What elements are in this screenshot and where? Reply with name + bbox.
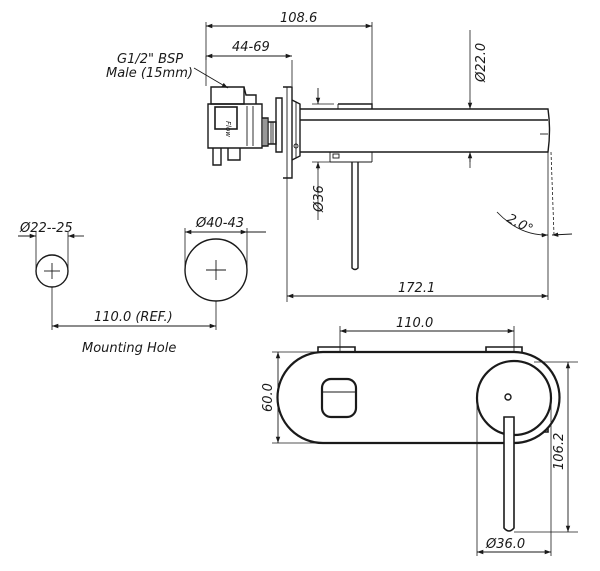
lever-handle <box>351 162 359 271</box>
front-view <box>276 346 561 532</box>
thread-callout: G1/2" BSP Male (15mm) <box>106 52 229 89</box>
dim-handle-height: 106.2 <box>514 361 578 533</box>
thread-label-line2: Male (15mm) <box>106 66 193 81</box>
hole-spacing-label: 110.0 (REF.) <box>94 310 173 325</box>
mounting-holes: Ø22--25 Ø40-43 110.0 (REF.) Mounting Hol… <box>18 216 266 356</box>
dim-spout-angle: 2.0° <box>496 151 573 300</box>
dim-hole-spacing: 110.0 (REF.) <box>52 310 216 329</box>
hole-small-label: Ø22--25 <box>19 221 73 236</box>
small-hole <box>35 232 69 330</box>
dim-hole-large: Ø40-43 <box>185 216 266 235</box>
dim-front-spacing: 110.0 <box>339 316 515 352</box>
handle-lever <box>503 416 515 532</box>
wall-adjust-label: 44-69 <box>232 40 270 55</box>
dim-spout-reach: 172.1 <box>286 178 548 302</box>
overall-depth-label: 108.6 <box>280 11 317 26</box>
handle-diameter-label: Ø36.0 <box>485 537 525 552</box>
spout-reach-label: 172.1 <box>398 281 435 296</box>
dim-spout-diameter: Ø22.0 <box>467 30 489 168</box>
valve-body: Flow <box>207 86 263 166</box>
dim-hole-small: Ø22--25 <box>18 221 84 239</box>
spout-outlet <box>320 377 358 419</box>
threaded-connector <box>262 97 283 153</box>
dim-body-diameter: Ø36 <box>312 88 334 220</box>
wall-plate <box>283 86 301 179</box>
large-hole <box>184 228 248 330</box>
handle-height-label: 106.2 <box>552 433 567 470</box>
dim-wall-adjust: 44-69 <box>205 40 293 86</box>
dim-plate-height: 60.0 <box>261 351 323 444</box>
dim-overall-depth: 108.6 <box>205 11 373 104</box>
front-spacing-label: 110.0 <box>396 316 433 331</box>
side-view: Flow <box>207 86 551 271</box>
hole-large-label: Ø40-43 <box>195 216 244 231</box>
dim-handle-diameter: Ø36.0 <box>476 398 552 556</box>
spout <box>300 103 551 163</box>
spout-diameter-label: Ø22.0 <box>474 43 489 83</box>
thread-label-line1: G1/2" BSP <box>117 52 183 67</box>
mounting-hole-caption: Mounting Hole <box>82 341 176 356</box>
plate-height-label: 60.0 <box>261 383 276 412</box>
flow-marking: Flow <box>224 121 232 137</box>
body-diameter-label: Ø36 <box>312 185 327 213</box>
